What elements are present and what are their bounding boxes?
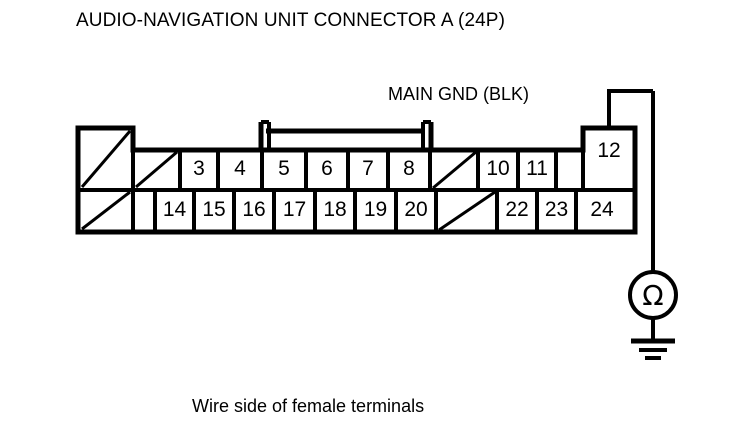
pin-label-5: 5 xyxy=(278,157,290,180)
pin-label-6: 6 xyxy=(321,157,333,180)
slash-pin-1 xyxy=(80,130,132,188)
pin-label-15: 15 xyxy=(202,198,226,221)
pin-label-10: 10 xyxy=(486,157,510,180)
pin-label-4: 4 xyxy=(234,157,246,180)
pin-label-20: 20 xyxy=(404,198,428,221)
blanked-cell-slashes xyxy=(80,130,496,232)
pin-label-24: 24 xyxy=(590,198,614,221)
slash-pin-2 xyxy=(135,150,178,189)
main-gnd-wire-label: MAIN GND (BLK) xyxy=(388,84,530,104)
ohmmeter-omega-glyph: Ω xyxy=(642,279,663,312)
slash-pin-21 xyxy=(438,190,496,232)
pin-label-11: 11 xyxy=(526,157,548,180)
pin-label-3: 3 xyxy=(193,157,205,180)
pin-label-7: 7 xyxy=(362,157,374,180)
pin-label-17: 17 xyxy=(282,198,307,221)
pin-label-19: 19 xyxy=(363,198,388,221)
figure-caption: Wire side of female terminals xyxy=(192,396,425,416)
slash-pin-left-lower xyxy=(81,190,131,231)
pin-label-8: 8 xyxy=(403,157,415,180)
pin-label-12: 12 xyxy=(597,139,621,162)
pin-label-18: 18 xyxy=(323,198,347,221)
pin-label-14: 14 xyxy=(162,198,187,221)
pin-label-23: 23 xyxy=(544,198,569,221)
connector-latch-tab xyxy=(258,120,434,150)
connector-outer-body xyxy=(75,125,638,235)
pin-label-22: 22 xyxy=(505,198,529,221)
bottom-row-dividers xyxy=(131,190,578,232)
page-title: AUDIO-NAVIGATION UNIT CONNECTOR A (24P) xyxy=(76,10,505,31)
slash-pin-9 xyxy=(432,150,477,190)
top-row-dividers xyxy=(131,150,585,190)
ground-test-wire xyxy=(607,89,655,272)
pin-label-16: 16 xyxy=(242,198,266,221)
earth-ground-icon xyxy=(631,338,675,360)
